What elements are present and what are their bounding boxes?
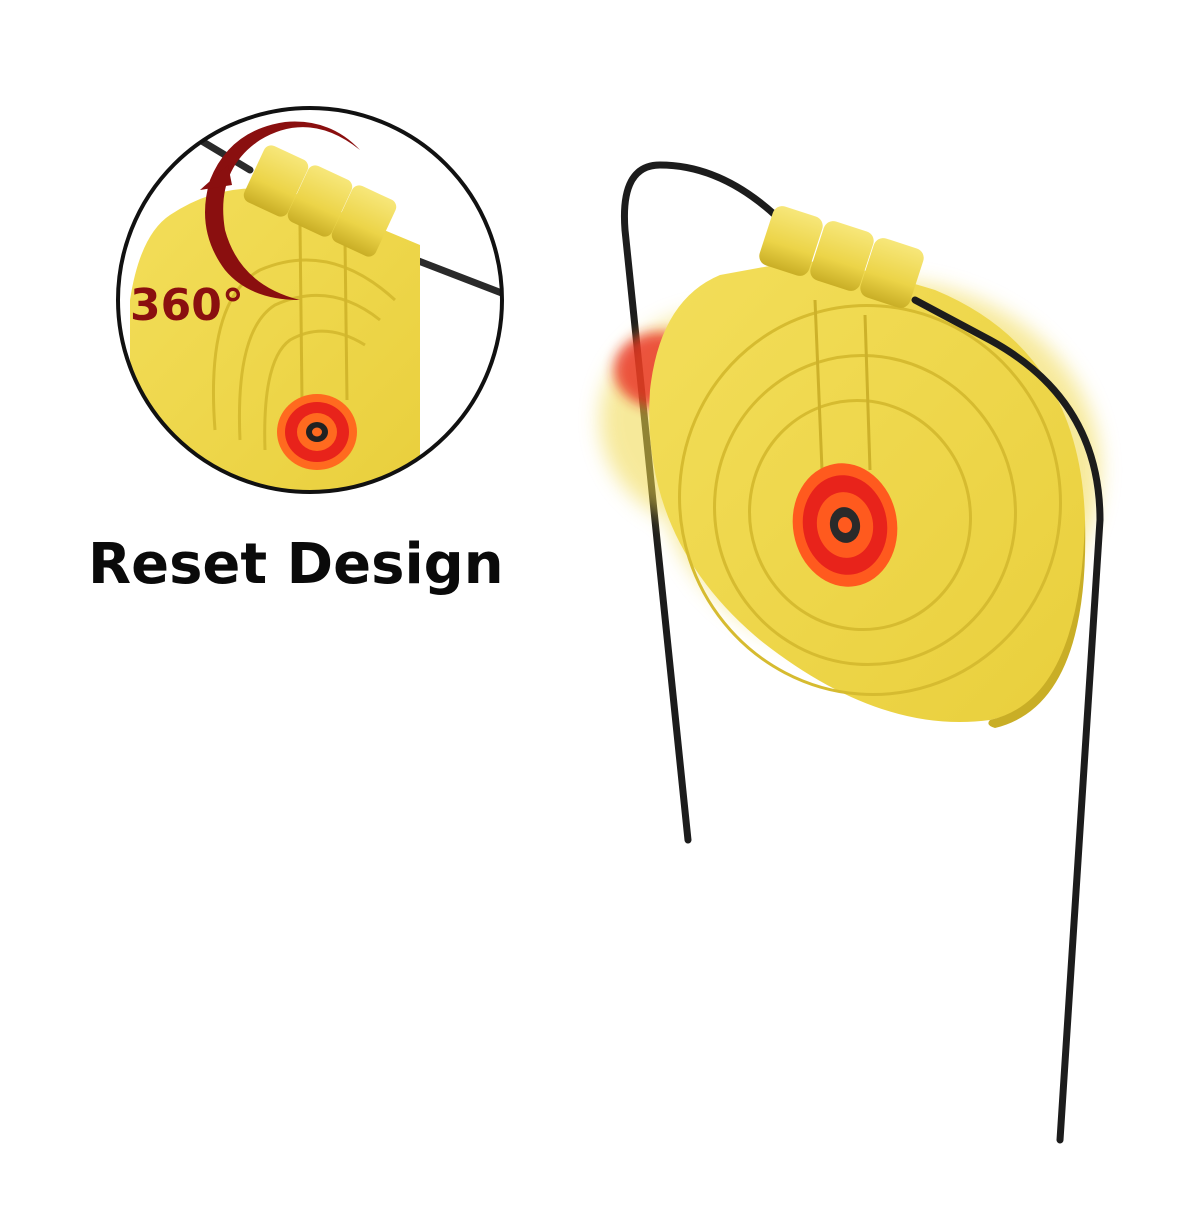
wire-stand-left: [620, 161, 779, 844]
hinge: [759, 206, 924, 308]
wire-stand-right: [911, 296, 1104, 1144]
main-target: [600, 161, 1104, 1144]
target-disc: [792, 463, 898, 587]
inset-hinge: [243, 145, 397, 257]
zoom-inset: 360°: [116, 106, 504, 494]
inset-target-disc: [277, 394, 357, 470]
inset-border: [116, 106, 504, 494]
headline: Reset Design: [88, 532, 504, 597]
rotation-label: 360°: [130, 280, 244, 331]
rotation-arrow-icon: [200, 121, 360, 300]
target-rings: [678, 303, 1062, 697]
